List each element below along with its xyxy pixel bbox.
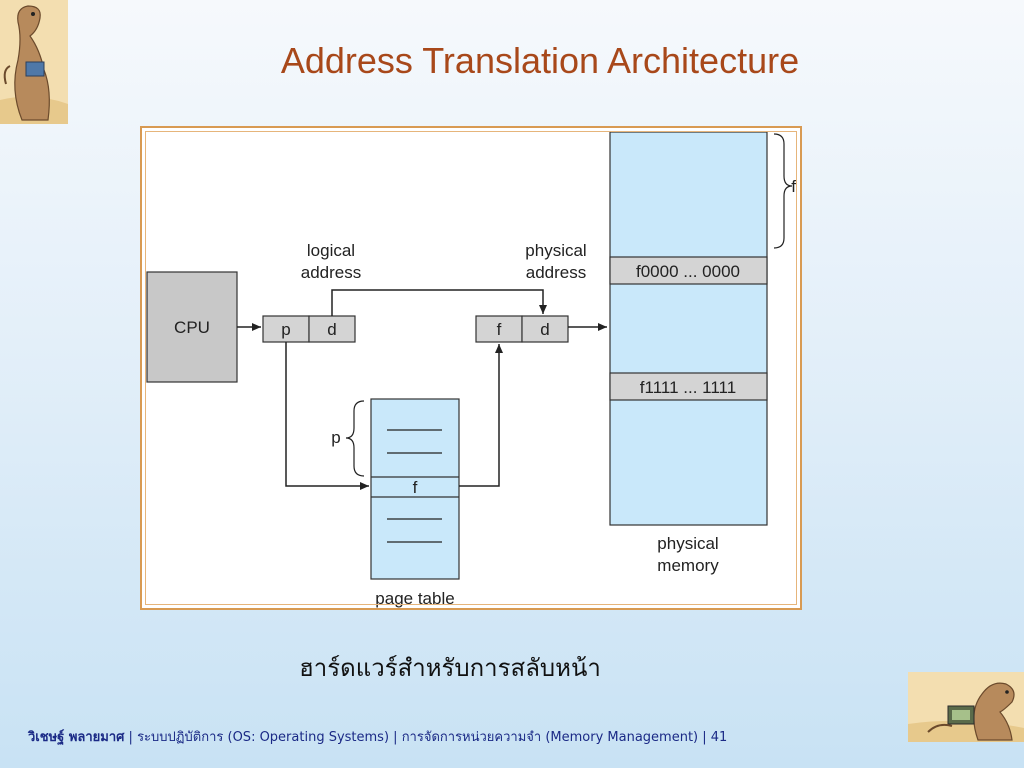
cpu-label: CPU [174, 318, 210, 337]
memory-frame-f-label: f [791, 177, 796, 196]
physical-memory-label-line1: physical [657, 534, 718, 553]
diagram-frame: CPU logical address p d physical address… [140, 126, 802, 610]
page-table-p-brace [345, 400, 365, 477]
page-table-label: page table [375, 589, 454, 608]
physical-memory-label-line2: memory [657, 556, 719, 575]
footer-course: ระบบปฏิบัติการ (OS: Operating Systems) [137, 730, 390, 745]
footer-separator: | [124, 730, 138, 745]
dinosaur-reading-logo [0, 0, 68, 124]
thai-caption: ฮาร์ดแวร์สำหรับการสลับหน้า [299, 654, 601, 682]
footer-separator: | [698, 730, 711, 745]
page-table-p-label: p [331, 428, 340, 447]
physical-f-field: f [497, 320, 502, 339]
logical-p-field: p [281, 320, 290, 339]
physical-address-register: f d [475, 315, 569, 343]
dinosaur-computer-logo [908, 672, 1024, 742]
physical-address-label-line1: physical [525, 241, 586, 260]
footer-separator: | [389, 730, 402, 745]
logical-address-label-line1: logical [307, 241, 355, 260]
address-translation-diagram: CPU logical address p d physical address… [146, 131, 796, 608]
footer-author: วิเชษฐ์ พลายมาศ [28, 730, 125, 745]
offset-copy-arrow [331, 289, 547, 316]
logical-address-label-line2: address [301, 263, 361, 282]
footer-page-number: 41 [710, 730, 728, 745]
page-table-f-entry: f [413, 478, 418, 497]
page-table: f [370, 398, 460, 580]
cpu-block: CPU [146, 271, 238, 383]
physical-d-field: d [540, 320, 549, 339]
footer: วิเชษฐ์ พลายมาศ | ระบบปฏิบัติการ (OS: Op… [28, 726, 727, 747]
memory-frame-start-row: f0000 ... 0000 [636, 262, 740, 281]
physical-memory: f0000 ... 0000 f1111 ... 1111 [609, 131, 768, 526]
logical-address-register: p d [262, 315, 356, 343]
frame-number-arrow [459, 344, 503, 487]
memory-frame-brace [773, 133, 793, 249]
logical-d-field: d [327, 320, 336, 339]
page-number-to-table-arrow [285, 342, 369, 490]
slide-title: Address Translation Architecture [280, 40, 800, 81]
physical-address-label-line2: address [526, 263, 586, 282]
footer-topic: การจัดการหน่วยความจำ (Memory Management) [401, 730, 699, 745]
memory-frame-end-row: f1111 ... 1111 [640, 378, 736, 397]
